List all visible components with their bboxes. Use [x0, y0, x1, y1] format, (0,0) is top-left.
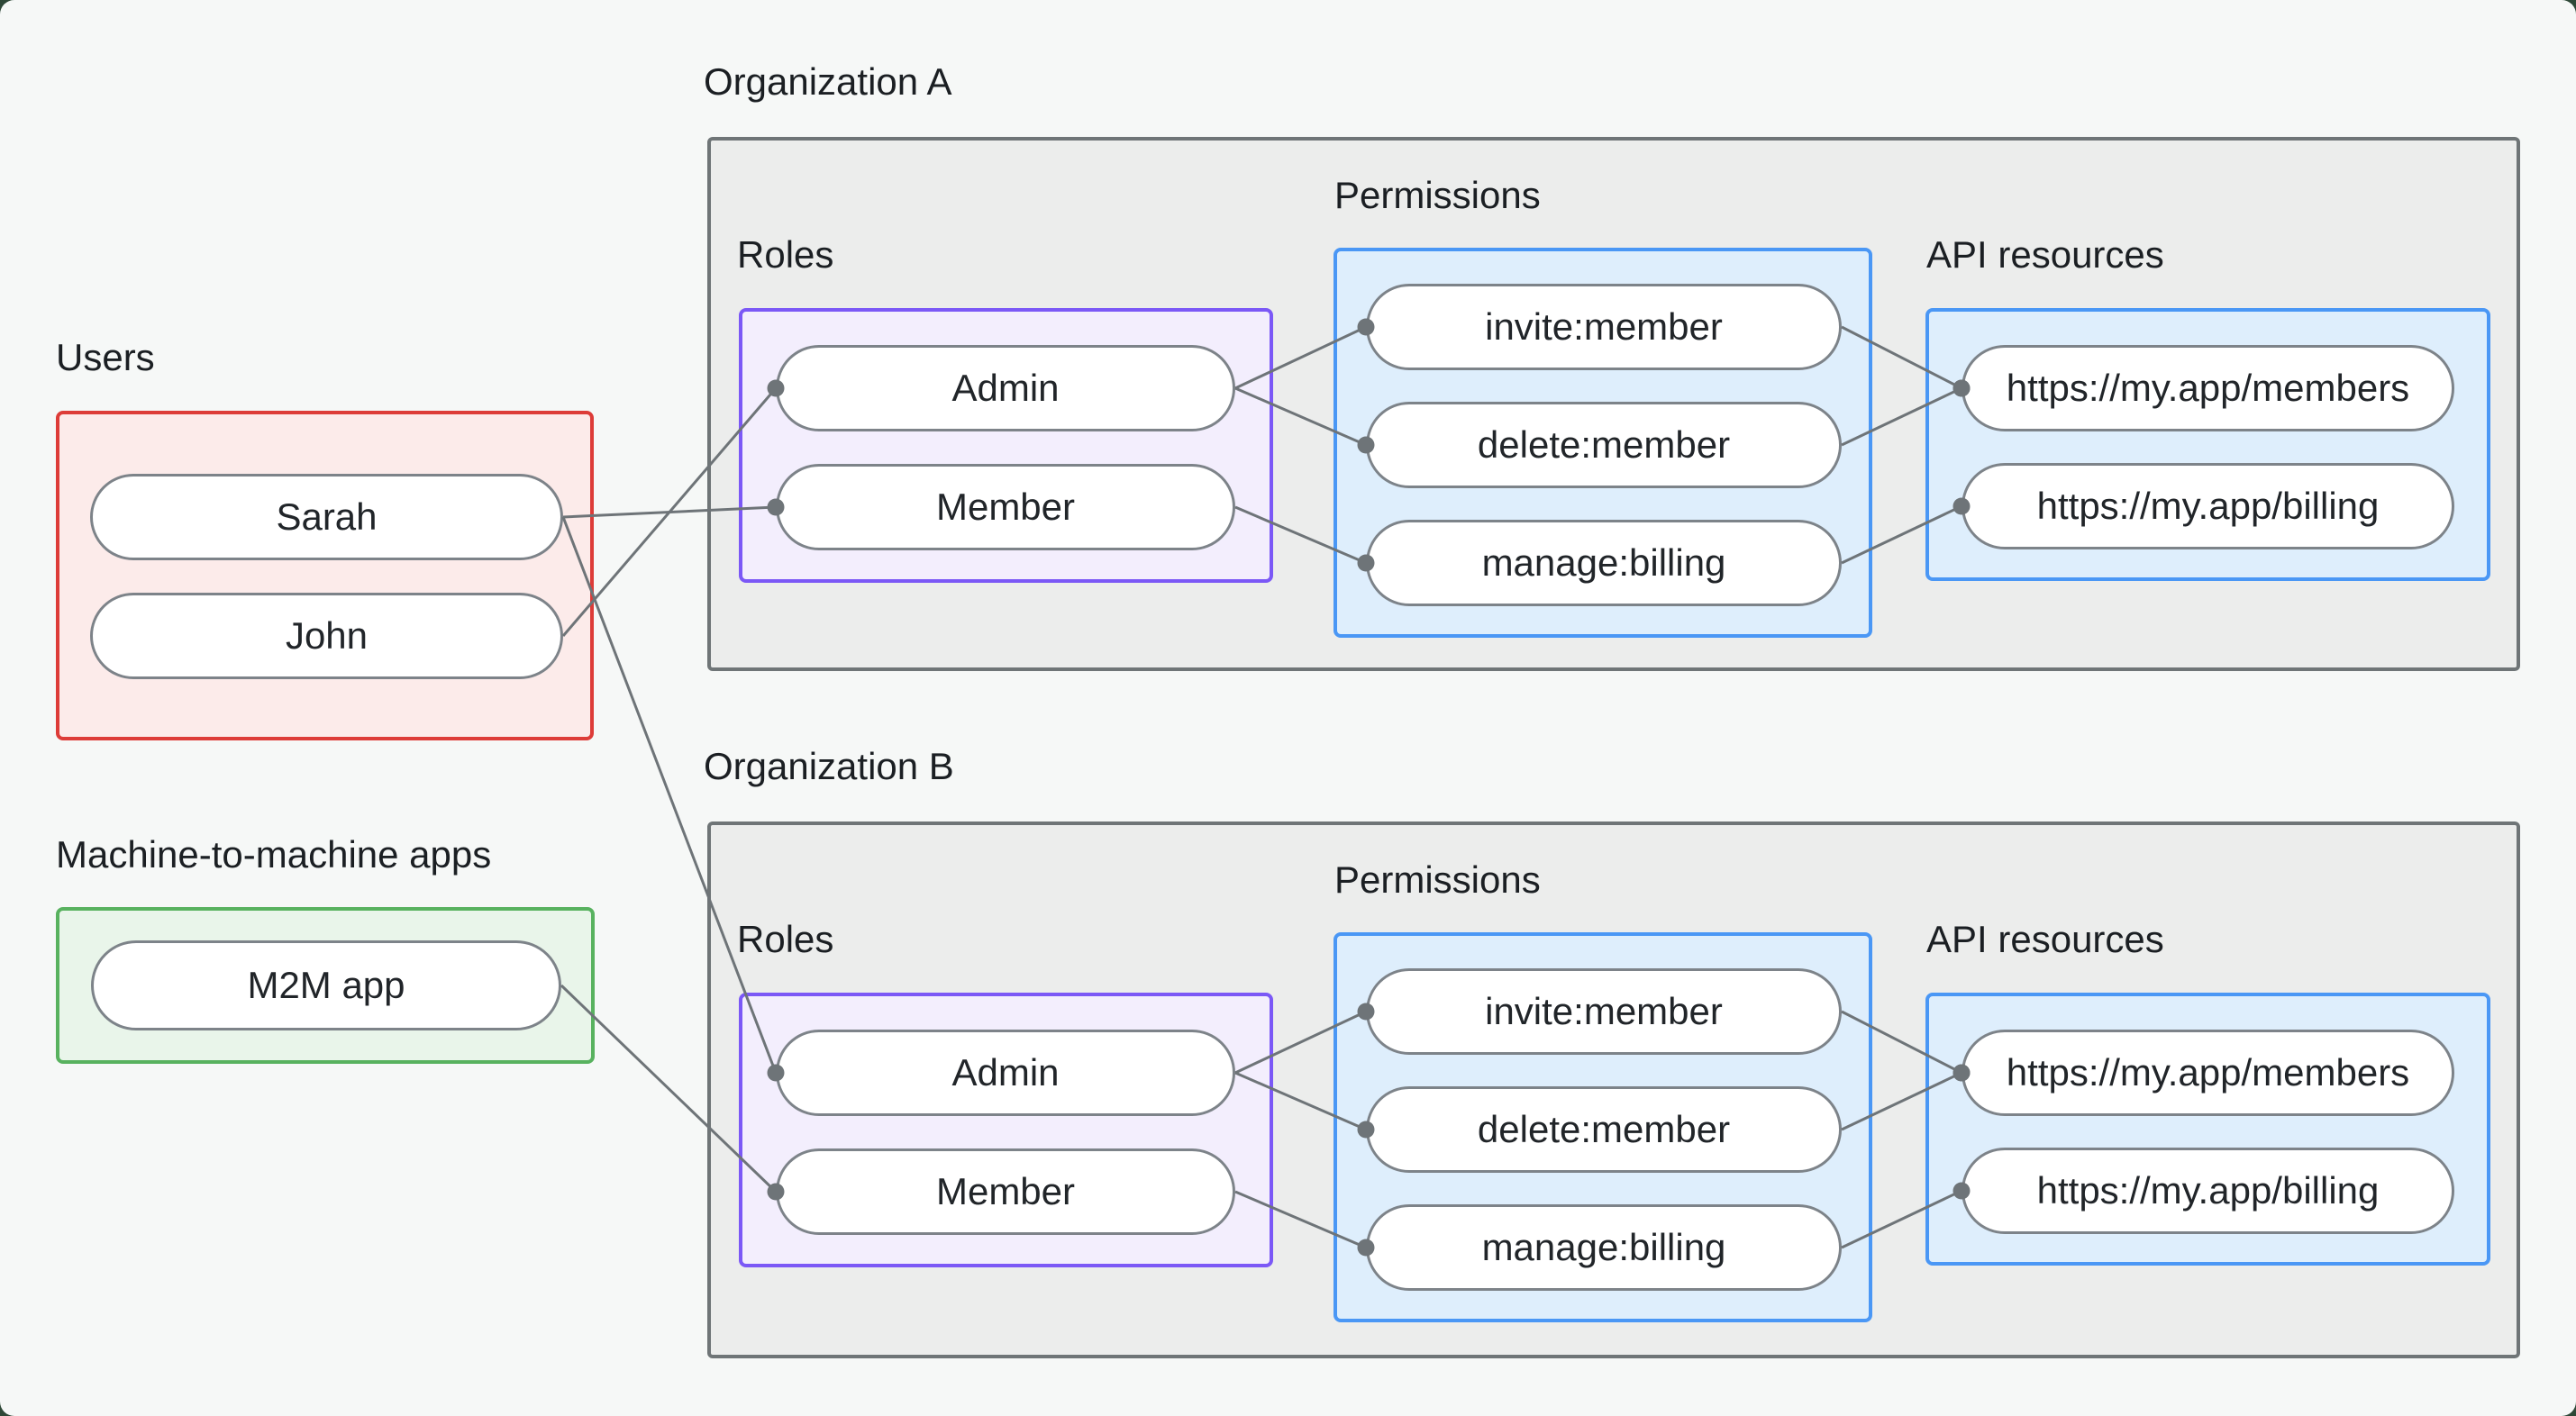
org-a-api-members-url: https://my.app/members — [1962, 345, 2454, 431]
org-b-title: Organization B — [704, 745, 954, 787]
org-a-title: Organization A — [704, 60, 952, 103]
org-b-permission-delete-member: delete:member — [1366, 1086, 1842, 1173]
org-b-roles-label: Roles — [737, 918, 834, 960]
org-a-role-member: Member — [776, 464, 1235, 550]
org-a-permission-delete-member: delete:member — [1366, 402, 1842, 488]
org-b-api-members-url: https://my.app/members — [1962, 1030, 2454, 1116]
org-b-api-billing-url: https://my.app/billing — [1962, 1148, 2454, 1234]
org-a-api-billing-url: https://my.app/billing — [1962, 463, 2454, 549]
m2m-group-label: Machine-to-machine apps — [56, 833, 492, 876]
user-node-john: John — [90, 593, 563, 679]
org-b-permissions-label: Permissions — [1334, 858, 1541, 901]
org-a-roles-label: Roles — [737, 233, 834, 276]
org-b-role-admin: Admin — [776, 1030, 1235, 1116]
org-a-role-admin: Admin — [776, 345, 1235, 431]
org-b-permission-manage-billing: manage:billing — [1366, 1204, 1842, 1291]
org-a-permission-invite-member: invite:member — [1366, 284, 1842, 370]
org-a-api-resources-label: API resources — [1926, 233, 2164, 276]
users-group-box — [56, 411, 594, 740]
org-b-api-resources-label: API resources — [1926, 918, 2164, 960]
org-a-permission-manage-billing: manage:billing — [1366, 520, 1842, 606]
users-group-label: Users — [56, 336, 155, 378]
user-node-sarah: Sarah — [90, 474, 563, 560]
m2m-app-node: M2M app — [91, 940, 561, 1030]
org-b-role-member: Member — [776, 1148, 1235, 1235]
org-b-permission-invite-member: invite:member — [1366, 968, 1842, 1055]
org-a-permissions-label: Permissions — [1334, 174, 1541, 216]
